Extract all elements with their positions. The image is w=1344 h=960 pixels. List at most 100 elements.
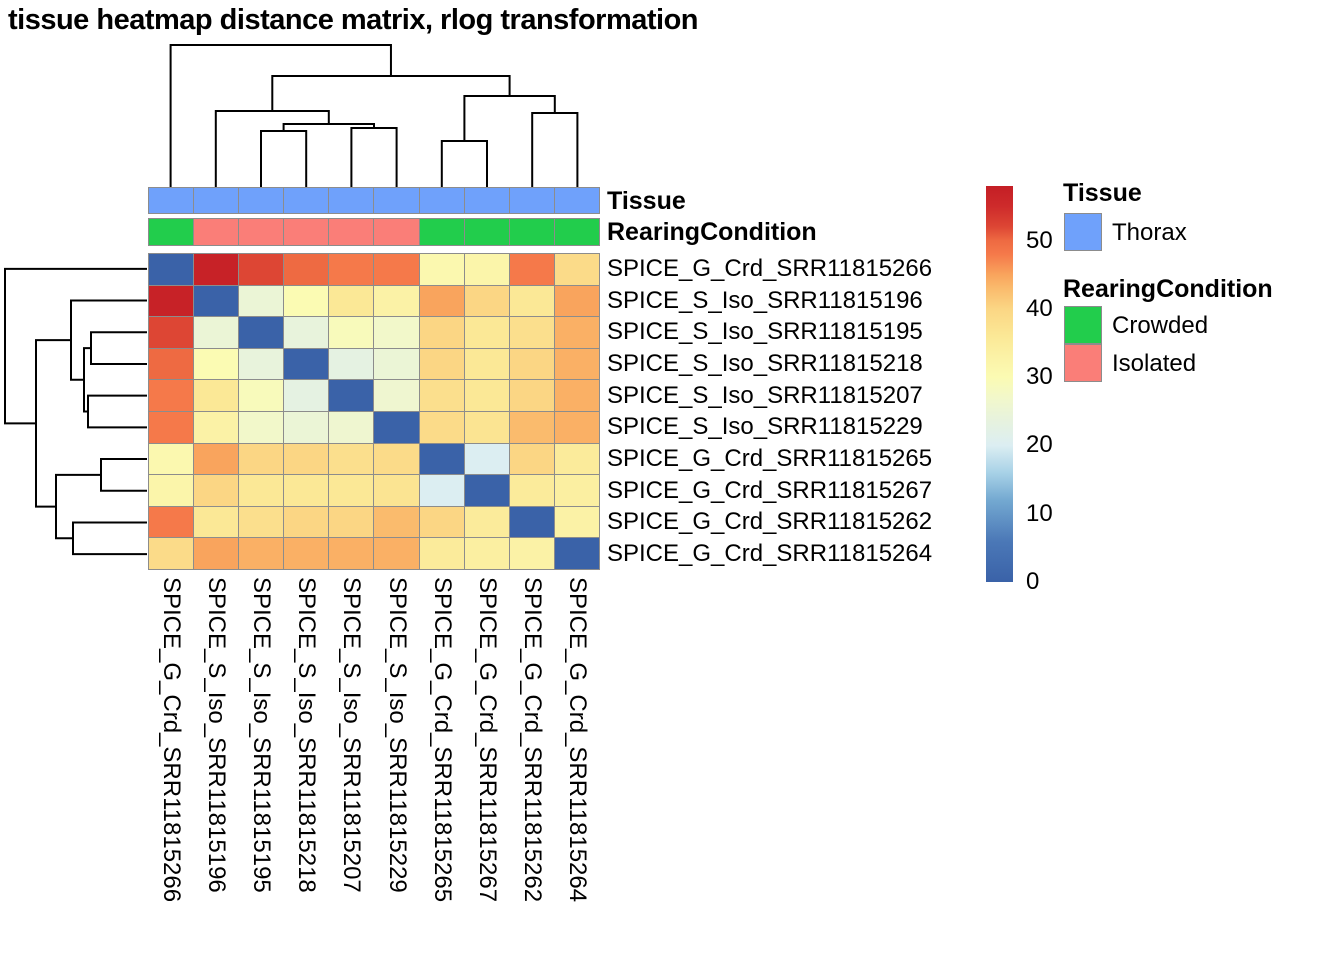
tissue-annotation-cell xyxy=(329,188,374,213)
heatmap-cell xyxy=(464,475,509,506)
heatmap-cell xyxy=(554,285,599,317)
heatmap-cell xyxy=(239,285,284,317)
heatmap-cell xyxy=(329,506,374,538)
heatmap-cell xyxy=(554,506,599,538)
rearing-annotation-cell xyxy=(329,219,374,245)
heatmap-cell xyxy=(554,380,599,411)
heatmap-cell xyxy=(464,506,509,538)
column-label: SPICE_S_Iso_SRR11815218 xyxy=(293,577,321,893)
heatmap-cell xyxy=(374,443,419,475)
heatmap-cell xyxy=(419,475,464,506)
column-label: SPICE_G_Crd_SRR11815265 xyxy=(428,577,456,903)
rearing-annotation-cell xyxy=(554,219,599,245)
heatmap-cell xyxy=(419,285,464,317)
row-label: SPICE_S_Iso_SRR11815218 xyxy=(607,349,923,377)
heatmap-cell xyxy=(509,506,554,538)
heatmap-cell xyxy=(149,538,194,569)
color-scale-tick-label: 40 xyxy=(1026,294,1053,322)
heatmap-cell xyxy=(419,380,464,411)
legend-label-thorax: Thorax xyxy=(1112,219,1187,246)
row-label: SPICE_G_Crd_SRR11815265 xyxy=(607,445,933,473)
heatmap-cell xyxy=(329,317,374,348)
heatmap-cell xyxy=(374,348,419,380)
tissue-annotation-cell xyxy=(509,188,554,213)
row-label: SPICE_G_Crd_SRR11815264 xyxy=(607,540,933,568)
heatmap-cell xyxy=(419,412,464,443)
column-label: SPICE_G_Crd_SRR11815262 xyxy=(519,577,547,903)
tissue-annotation-cell xyxy=(149,188,194,213)
rearing-annotation-cell xyxy=(464,219,509,245)
rearing-annotation-cell xyxy=(374,219,419,245)
heatmap-cell xyxy=(329,380,374,411)
heatmap-cell xyxy=(329,443,374,475)
row-label: SPICE_S_Iso_SRR11815195 xyxy=(607,318,923,346)
heatmap-cell xyxy=(149,380,194,411)
legend-swatch-isolated xyxy=(1064,344,1102,382)
heatmap-cell xyxy=(419,348,464,380)
heatmap-cell xyxy=(509,254,554,285)
tissue-annotation-bar xyxy=(148,187,600,214)
heatmap-cell xyxy=(239,412,284,443)
color-scale-tick-label: 50 xyxy=(1026,226,1053,254)
page-title: tissue heatmap distance matrix, rlog tra… xyxy=(8,4,699,36)
heatmap-cell xyxy=(374,254,419,285)
color-scale-tick-label: 0 xyxy=(1026,568,1040,595)
heatmap-cell xyxy=(284,254,329,285)
color-scale-tick-label: 20 xyxy=(1026,431,1053,459)
heatmap-cell xyxy=(374,285,419,317)
heatmap-cell xyxy=(149,412,194,443)
heatmap-cell xyxy=(284,412,329,443)
color-scale-tick-label: 30 xyxy=(1026,363,1053,391)
heatmap-cell xyxy=(509,348,554,380)
heatmap-cell xyxy=(194,506,239,538)
rearing-annotation-cell xyxy=(284,219,329,245)
heatmap-cell xyxy=(329,412,374,443)
column-label: SPICE_S_Iso_SRR11815207 xyxy=(338,577,366,893)
heatmap-cell xyxy=(419,538,464,569)
row-label: SPICE_S_Iso_SRR11815207 xyxy=(607,381,923,409)
row-label: SPICE_G_Crd_SRR11815267 xyxy=(607,476,933,504)
color-scale-bar xyxy=(986,186,1013,582)
tissue-annotation-cell xyxy=(239,188,284,213)
heatmap-cell xyxy=(464,317,509,348)
column-label: SPICE_S_Iso_SRR11815229 xyxy=(383,577,411,893)
legend-label-isolated: Isolated xyxy=(1112,350,1197,377)
tissue-annotation-cell xyxy=(554,188,599,213)
legend-swatch-crowded xyxy=(1064,306,1102,344)
heatmap-cell xyxy=(284,317,329,348)
heatmap-cell xyxy=(239,506,284,538)
heatmap-cell xyxy=(194,412,239,443)
rearing-condition-annotation-bar xyxy=(148,218,600,246)
heatmap-cell xyxy=(509,443,554,475)
heatmap-cell xyxy=(464,443,509,475)
heatmap-cell xyxy=(239,254,284,285)
heatmap-cell xyxy=(554,538,599,569)
legend-swatch-thorax xyxy=(1064,213,1102,251)
heatmap-cell xyxy=(284,506,329,538)
column-label: SPICE_G_Crd_SRR11815267 xyxy=(474,577,501,903)
heatmap-cell xyxy=(419,254,464,285)
tissue-annotation-cell xyxy=(284,188,329,213)
heatmap-cell xyxy=(329,538,374,569)
heatmap-cell xyxy=(284,285,329,317)
heatmap-cell xyxy=(554,412,599,443)
heatmap-cell xyxy=(419,443,464,475)
heatmap-cell xyxy=(149,348,194,380)
rearing-annotation-cell xyxy=(419,219,464,245)
heatmap-cell xyxy=(464,348,509,380)
legend-tissue-title: Tissue xyxy=(1063,179,1142,207)
heatmap-cell xyxy=(464,412,509,443)
heatmap-cell xyxy=(239,348,284,380)
heatmap-cell xyxy=(284,443,329,475)
heatmap-cell xyxy=(464,254,509,285)
rearing-annotation-cell xyxy=(509,219,554,245)
rearing-track-label: RearingCondition xyxy=(607,218,817,246)
heatmap-cell xyxy=(239,538,284,569)
heatmap-cell xyxy=(374,412,419,443)
column-label: SPICE_S_Iso_SRR11815195 xyxy=(248,577,275,893)
heatmap-cell xyxy=(149,285,194,317)
heatmap-cell xyxy=(419,317,464,348)
heatmap-cell xyxy=(284,348,329,380)
